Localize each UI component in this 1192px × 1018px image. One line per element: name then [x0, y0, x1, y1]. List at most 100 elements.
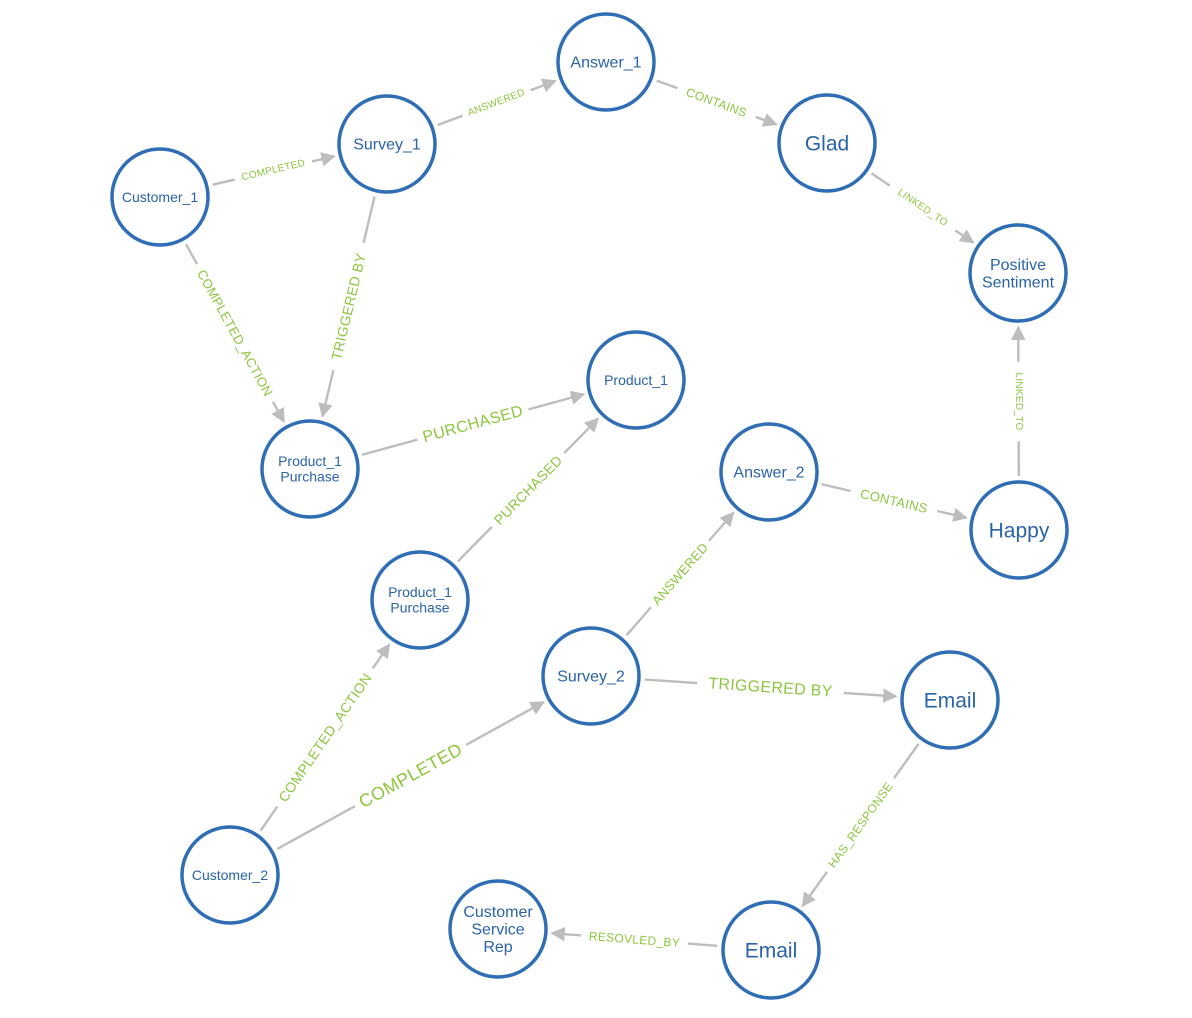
- node-circle: [448, 879, 548, 979]
- edge-line-segment: [625, 606, 652, 637]
- edge-answer_1-to-glad: CONTAINS: [656, 79, 778, 127]
- edge-line-segment: [644, 678, 698, 685]
- edge-survey_2-to-answer_2: ANSWERED: [625, 511, 735, 637]
- edge-line-segment: [361, 438, 418, 456]
- node-label: Answer_1: [570, 55, 641, 72]
- edge-email_2-to-customer_service_rep: RESOVLED_BY: [550, 926, 718, 950]
- edge-label: HAS_RESPONSE: [825, 780, 896, 871]
- node-circle: [541, 626, 641, 726]
- edge-arrow-segment: [550, 926, 582, 942]
- edge-survey_1-to-product_1_purchase_a: TRIGGERED BY: [318, 196, 376, 418]
- edge-line-segment: [362, 196, 376, 244]
- node-circle: [110, 147, 210, 247]
- edge-label: TRIGGERED BY: [708, 675, 833, 700]
- edge-label: PURCHASED: [421, 403, 525, 447]
- edge-line-segment: [870, 172, 891, 187]
- edge-customer_1-to-survey_1: COMPLETED: [212, 152, 336, 186]
- node-answer_1[interactable]: Answer_1: [556, 12, 656, 112]
- node-email_2[interactable]: Email: [721, 900, 821, 1000]
- edge-happy-to-positive_sentiment: LINKED_TO: [1011, 325, 1026, 477]
- edge-arrow-segment: [843, 688, 898, 703]
- edge-line-segment: [212, 178, 236, 186]
- edge-glad-to-positive_sentiment: LINKED_TO: [870, 172, 975, 244]
- node-circle: [180, 825, 280, 925]
- node-happy[interactable]: Happy: [969, 480, 1069, 580]
- edge-email_1-to-email_2: HAS_RESPONSE: [801, 743, 920, 908]
- edge-customer_2-to-survey_2: COMPLETED: [276, 701, 545, 850]
- node-survey_1[interactable]: Survey_1: [337, 94, 437, 194]
- node-survey_2[interactable]: Survey_2: [541, 626, 641, 726]
- edge-line-segment: [185, 243, 199, 265]
- node-glad[interactable]: Glad: [777, 93, 877, 193]
- edge-arrow-segment: [708, 511, 735, 542]
- node-circle: [777, 93, 877, 193]
- edge-customer_1-to-product_1_purchase_a: COMPLETED_ACTION: [185, 243, 285, 423]
- edge-answer_2-to-happy: CONTAINS: [821, 483, 968, 522]
- edge-line-segment: [276, 805, 356, 850]
- edge-arrow-segment: [801, 871, 828, 908]
- edge-survey_1-to-answer_1: ANSWERED: [437, 78, 557, 127]
- edge-arrow-segment: [318, 369, 335, 418]
- node-circle: [556, 12, 656, 112]
- node-label: Email: [924, 689, 977, 712]
- edge-line-segment: [893, 743, 920, 779]
- edge-label: ANSWERED: [466, 87, 526, 118]
- edge-label: ANSWERED: [649, 540, 711, 608]
- edge-arrow-segment: [530, 78, 557, 93]
- node-label: Survey_2: [557, 669, 625, 686]
- edge-arrow-segment: [755, 113, 778, 127]
- edge-line-segment: [687, 942, 718, 948]
- edge-arrow-segment: [936, 507, 968, 522]
- node-label: Survey_1: [353, 137, 421, 154]
- edge-line-segment: [656, 79, 678, 90]
- edge-label: PURCHASED: [491, 452, 566, 528]
- edge-arrow-segment: [563, 417, 600, 455]
- edge-label: LINKED_TO: [895, 187, 949, 229]
- edge-label: CONTAINS: [684, 85, 748, 120]
- node-product_1[interactable]: Product_1: [586, 330, 686, 430]
- edge-line-segment: [259, 805, 279, 832]
- node-circle: [968, 223, 1068, 323]
- node-email_1[interactable]: Email: [900, 650, 1000, 750]
- edge-label: COMPLETED_ACTION: [275, 670, 375, 805]
- node-label: Product_1: [604, 372, 668, 388]
- node-label: Glad: [805, 132, 849, 155]
- node-circle: [337, 94, 437, 194]
- node-circle: [370, 550, 470, 650]
- node-label: Email: [745, 939, 798, 962]
- node-answer_2[interactable]: Answer_2: [719, 422, 819, 522]
- node-customer_1[interactable]: Customer_1: [110, 147, 210, 247]
- edge-label: LINKED_TO: [1013, 372, 1024, 430]
- edge-line-segment: [456, 525, 493, 563]
- edge-arrow-segment: [528, 390, 586, 411]
- edge-label: TRIGGERED BY: [328, 251, 369, 361]
- edge-line-segment: [437, 114, 463, 127]
- node-label: Happy: [989, 519, 1050, 542]
- node-label: Customer_1: [122, 189, 198, 205]
- edge-arrow-segment: [311, 152, 336, 167]
- edge-label: COMPLETED: [241, 158, 307, 183]
- node-label: Answer_2: [733, 465, 804, 482]
- edge-label: RESOVLED_BY: [588, 929, 680, 950]
- edge-arrow-segment: [271, 401, 285, 423]
- edge-product_1_purchase_a-to-product_1: PURCHASED: [361, 390, 586, 456]
- edge-label: COMPLETED_ACTION: [194, 267, 276, 399]
- edge-label: CONTAINS: [859, 486, 929, 516]
- edge-survey_2-to-email_1: TRIGGERED BY: [644, 675, 898, 703]
- node-circle: [721, 900, 821, 1000]
- edge-label: COMPLETED: [355, 739, 465, 812]
- node-customer_2[interactable]: Customer_2: [180, 825, 280, 925]
- node-circle: [586, 330, 686, 430]
- node-circle: [719, 422, 819, 522]
- edge-line-segment: [821, 483, 852, 493]
